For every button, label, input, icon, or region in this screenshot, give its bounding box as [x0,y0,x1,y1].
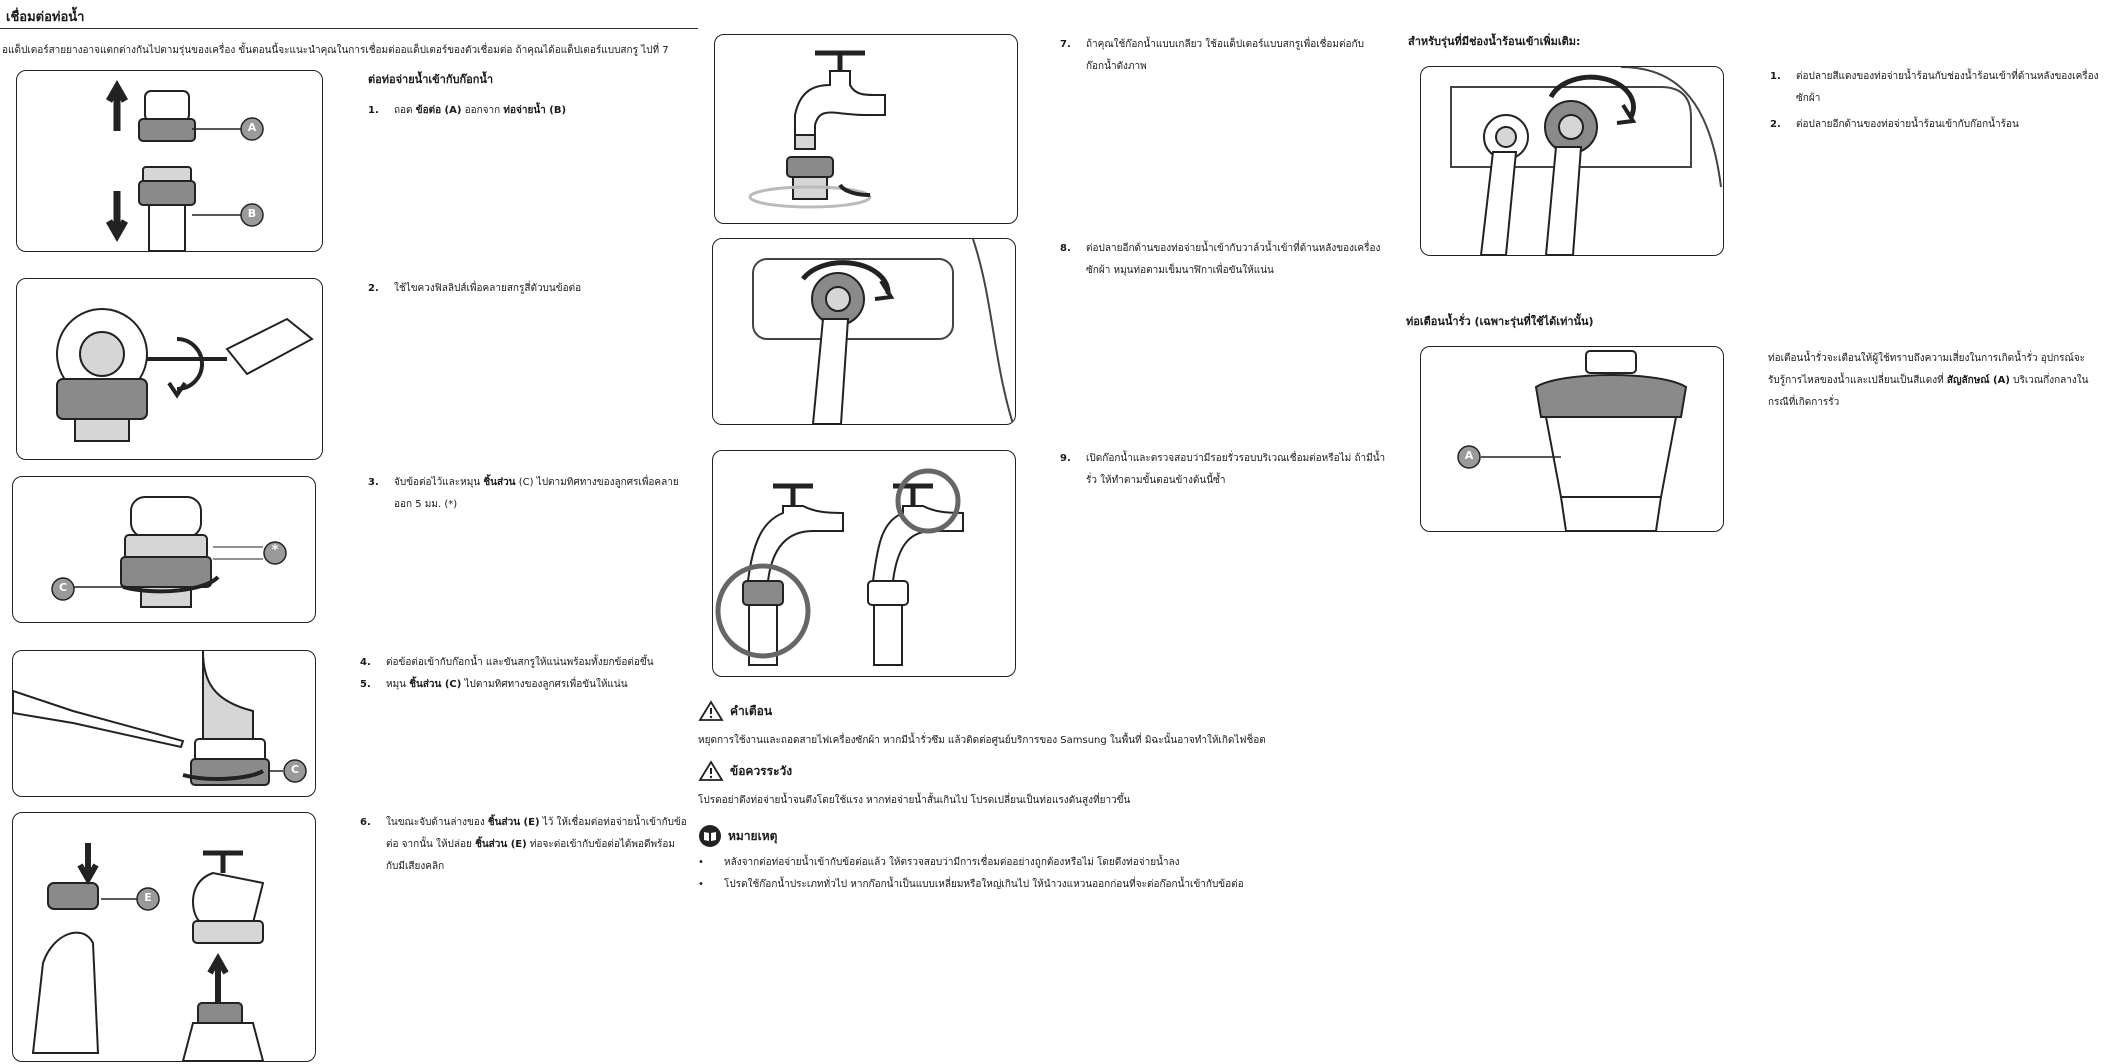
step-5: 5. หมุน ชิ้นส่วน (C) ไปตามทิศทางของลูกศร… [360,674,628,696]
figure-hot-water-inlet-art [1450,67,1722,255]
figure-remove-connector: A B [16,70,323,252]
figure-connect-hose-e-art [31,843,265,1061]
warning-heading: คำเตือน [698,700,772,722]
step-3-text: จับข้อต่อไว้และหมุน ชิ้นส่วน (C) ไปตามทิ… [394,477,679,510]
figure-check-leak-art [715,468,964,666]
figure-attach-faucet-art [13,651,307,786]
step-9: 9. เปิดก๊อกน้ำและตรวจสอบว่ามีรอยรั่วรอบบ… [1060,448,1385,492]
step-5-text: หมุน ชิ้นส่วน (C) ไปตามทิศทางของลูกศรเพื… [386,679,628,690]
step-8-number: 8. [1060,243,1071,254]
warning-text: หยุดการใช้งานและถอดสายไฟเครื่องซักผ้า หา… [698,735,1266,746]
figure-leak-sensor-art [1457,350,1688,531]
figure-attach-faucet: C [12,650,316,797]
caution-heading: ข้อควรระวัง [698,760,792,782]
leak-hose-line-3: กรณีที่เกิดการรั่ว [1768,397,1840,408]
hot-water-heading: สำหรับรุ่นที่มีช่องน้ำร้อนเข้าเพิ่มเติม: [1408,35,1581,48]
step-4-number: 4. [360,657,371,668]
leak-hose-text: ท่อเตือนน้ำรั่วจะเตือนให้ผู้ใช้ทราบถึงคว… [1768,348,2088,414]
faucet-section-heading: ต่อท่อจ่ายน้ำเข้ากับก๊อกน้ำ [368,73,494,86]
step-1: 1. ถอด ข้อต่อ (A) ออกจาก ท่อจ่ายน้ำ (B) [368,100,566,122]
note-book-icon [699,825,721,847]
step-1-text: ถอด ข้อต่อ (A) ออกจาก ท่อจ่ายน้ำ (B) [394,105,567,116]
label-b-badge: B [247,207,257,220]
page-title: เชื่อมต่อท่อน้ำ [6,10,85,25]
figure-screw-adapter-art [748,50,886,209]
figure-rotate-part-c: C * [12,476,316,623]
note-bullet-2-text: โปรดใช้ก๊อกน้ำประเภททั่วไป หากก๊อกน้ำเป็… [724,879,1244,890]
step-6-text: ในขณะจับด้านล่างของ ชิ้นส่วน (E) ไว้ ให้… [386,817,687,872]
step-2-text: ใช้ไขควงฟิลลิปส์เพื่อคลายสกรูสี่ตัวบนข้อ… [394,283,582,294]
step-4-text: ต่อข้อต่อเข้ากับก๊อกน้ำ และขันสกรูให้แน่… [386,657,654,668]
intro-text: อแด็ปเตอร์สายยางอาจแตกต่างกันไปตามรุ่นขอ… [2,45,669,56]
note-bullet-2-dot: • [698,879,704,890]
note-bullet-2: • โปรดใช้ก๊อกน้ำประเภททั่วไป หากก๊อกน้ำเ… [698,874,1244,896]
note-heading: หมายเหตุ [698,824,777,848]
figure-loosen-screws-art [56,308,314,442]
step-2: 2. ใช้ไขควงฟิลลิปส์เพื่อคลายสกรูสี่ตัวบน… [368,278,581,300]
hot-step-2-text: ต่อปลายอีกด้านของท่อจ่ายน้ำร้อนเข้ากับก๊… [1796,119,2019,130]
label-a-badge-2: A [1464,449,1474,462]
label-c-badge-2: C [290,763,300,776]
note-bullet-1-dot: • [698,857,704,868]
figure-rotate-part-c-art [51,496,287,608]
caution-triangle-icon [698,760,724,781]
title-rule [0,28,698,29]
leak-hose-line-2: รับรู้การไหลของน้ำและเปลี่ยนเป็นสีแดงที่ [1768,375,1947,386]
figure-remove-connector-art [105,79,264,251]
step-3: 3. จับข้อต่อไว้และหมุน ชิ้นส่วน (C) ไปตา… [368,472,679,516]
step-6: 6. ในขณะจับด้านล่างของ ชิ้นส่วน (E) ไว้ … [360,812,687,878]
step-3-number: 3. [368,477,379,488]
hot-step-2-number: 2. [1770,119,1781,130]
warning-title: คำเตือน [730,703,773,718]
step-9-text: เปิดก๊อกน้ำและตรวจสอบว่ามีรอยรั่วรอบบริเ… [1086,453,1386,486]
hot-step-2: 2. ต่อปลายอีกด้านของท่อจ่ายน้ำร้อนเข้ากั… [1770,114,2019,136]
step-8-text: ต่อปลายอีกด้านของท่อจ่ายน้ำเข้ากับวาล์วน… [1086,243,1381,276]
warning-triangle-icon [698,700,724,721]
step-1-number: 1. [368,105,379,116]
figure-connect-hose-e: E [12,812,316,1062]
figure-check-leak [712,450,1016,677]
hot-step-1: 1. ต่อปลายสีแดงของท่อจ่ายน้ำร้อนกับช่องน… [1770,66,2099,110]
leak-hose-heading: ท่อเตือนน้ำรั่ว (เฉพาะรุ่นที่ใช้ได้เท่าน… [1406,315,1594,328]
leak-hose-line-2b: บริเวณกึ่งกลางใน [2009,375,2089,386]
hot-step-1-number: 1. [1770,71,1781,82]
step-7-text: ถ้าคุณใช้ก๊อกน้ำแบบเกลียว ใช้อแด็ปเตอร์แ… [1086,39,1364,72]
figure-inlet-valve-art [752,239,1014,424]
caution-text: โปรดอย่าดึงท่อจ่ายน้ำจนตึงโดยใช้แรง หากท… [698,795,1131,806]
leak-hose-line-1: ท่อเตือนน้ำรั่วจะเตือนให้ผู้ใช้ทราบถึงคว… [1768,353,2086,364]
hot-step-1-text: ต่อปลายสีแดงของท่อจ่ายน้ำร้อนกับช่องน้ำร… [1796,71,2099,104]
step-9-number: 9. [1060,453,1071,464]
label-e-badge: E [144,891,152,904]
figure-screw-adapter [714,34,1018,224]
leak-hose-symbol: สัญลักษณ์ (A) [1946,375,2010,386]
step-6-number: 6. [360,817,371,828]
step-4: 4. ต่อข้อต่อเข้ากับก๊อกน้ำ และขันสกรูให้… [360,652,654,674]
label-c-badge: C [58,581,68,594]
figure-inlet-valve [712,238,1016,425]
label-star-badge: * [271,543,279,558]
step-8: 8. ต่อปลายอีกด้านของท่อจ่ายน้ำเข้ากับวาล… [1060,238,1380,282]
figure-loosen-screws [16,278,323,460]
caution-title: ข้อควรระวัง [730,763,793,778]
step-7-number: 7. [1060,39,1071,50]
note-title: หมายเหตุ [728,828,778,843]
note-bullet-1-text: หลังจากต่อท่อจ่ายน้ำเข้ากับข้อต่อแล้ว ให… [724,857,1180,868]
step-7: 7. ถ้าคุณใช้ก๊อกน้ำแบบเกลียว ใช้อแด็ปเตอ… [1060,34,1364,78]
label-a-badge: A [247,121,257,134]
step-5-number: 5. [360,679,371,690]
figure-hot-water-inlet [1420,66,1724,256]
step-2-number: 2. [368,283,379,294]
note-bullet-1: • หลังจากต่อท่อจ่ายน้ำเข้ากับข้อต่อแล้ว … [698,852,1180,874]
figure-leak-sensor: A [1420,346,1724,532]
